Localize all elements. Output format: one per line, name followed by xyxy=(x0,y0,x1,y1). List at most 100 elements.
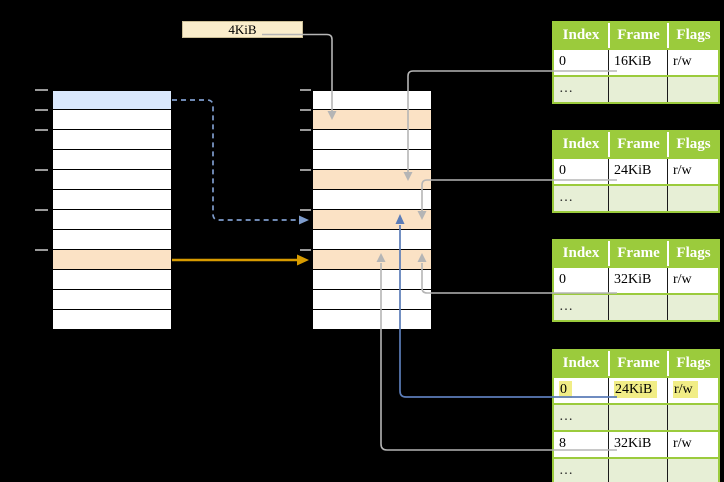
address-tick xyxy=(35,249,48,251)
memory-row-orange xyxy=(312,110,432,130)
memory-row-white xyxy=(52,310,172,330)
memory-row-blue xyxy=(52,90,172,110)
highlighted-value: r/w xyxy=(673,381,698,398)
memory-row-white xyxy=(52,290,172,310)
table-cell: … xyxy=(554,295,608,320)
address-tick xyxy=(300,129,311,131)
memory-row-white xyxy=(312,310,432,330)
table-cell: 16KiB xyxy=(608,50,667,75)
memory-row-white xyxy=(312,270,432,290)
table-cell xyxy=(667,77,718,102)
header-cell: Frame xyxy=(608,351,667,376)
memory-row-white xyxy=(312,130,432,150)
table-ellipsis-row: … xyxy=(554,295,718,320)
memory-row-white xyxy=(52,270,172,290)
header-cell: Frame xyxy=(608,132,667,157)
header-cell: Flags xyxy=(667,351,718,376)
table-cell: … xyxy=(554,186,608,211)
physical-memory-column xyxy=(300,89,432,330)
memory-row-orange xyxy=(312,170,432,190)
table-cell: r/w xyxy=(667,432,718,457)
memory-row-white xyxy=(312,190,432,210)
memory-row-white xyxy=(52,150,172,170)
table-cell: r/w xyxy=(667,50,718,75)
memory-row-white xyxy=(312,150,432,170)
table-cell xyxy=(667,405,718,430)
memory-row-white xyxy=(312,290,432,310)
table-cell xyxy=(667,459,718,482)
table-cell: r/w xyxy=(667,159,718,184)
table-cell: 0 xyxy=(554,159,608,184)
memory-row-white xyxy=(312,90,432,110)
table-cell: 8 xyxy=(554,432,608,457)
page-size-label: 4KiB xyxy=(182,21,303,38)
address-tick xyxy=(35,129,48,131)
table-cell: 32KiB xyxy=(608,268,667,293)
table-cell: 0 xyxy=(554,268,608,293)
table-entry-row: 0 24KiB r/w xyxy=(554,378,718,403)
highlighted-value: 0 xyxy=(559,381,572,398)
address-tick xyxy=(35,209,48,211)
memory-row-white xyxy=(52,210,172,230)
table-ellipsis-row: … xyxy=(554,459,718,482)
memory-row-white xyxy=(52,170,172,190)
header-cell: Index xyxy=(554,132,608,157)
memory-row-white xyxy=(52,190,172,210)
header-cell: Flags xyxy=(667,23,718,48)
address-tick xyxy=(300,209,311,211)
table-cell: r/w xyxy=(667,268,718,293)
table-ellipsis-row: … xyxy=(554,77,718,102)
header-cell: Index xyxy=(554,23,608,48)
table-cell xyxy=(667,186,718,211)
table-cell: … xyxy=(554,405,608,430)
memory-row-orange xyxy=(312,250,432,270)
table-cell: 32KiB xyxy=(608,432,667,457)
header-cell: Frame xyxy=(608,241,667,266)
table-cell xyxy=(608,459,667,482)
memory-row-white xyxy=(52,110,172,130)
memory-row-white xyxy=(312,230,432,250)
address-tick xyxy=(35,89,48,91)
header-cell: Index xyxy=(554,241,608,266)
table-cell xyxy=(608,77,667,102)
table-cell: r/w xyxy=(667,378,718,403)
table-ellipsis-row: … xyxy=(554,405,718,430)
highlighted-value: 24KiB xyxy=(614,381,658,398)
table-cell xyxy=(608,295,667,320)
table-ellipsis-row: … xyxy=(554,186,718,211)
table-cell: … xyxy=(554,459,608,482)
memory-row-orange xyxy=(312,210,432,230)
header-cell: Frame xyxy=(608,23,667,48)
address-tick xyxy=(35,109,48,111)
address-tick xyxy=(300,109,311,111)
memory-row-white xyxy=(52,130,172,150)
address-tick xyxy=(300,169,311,171)
header-cell: Flags xyxy=(667,241,718,266)
header-cell: Index xyxy=(554,351,608,376)
table-cell xyxy=(608,405,667,430)
table-cell: 24KiB xyxy=(608,378,667,403)
table-cell xyxy=(667,295,718,320)
address-tick xyxy=(300,89,311,91)
virtual-memory-column xyxy=(35,89,172,330)
arrow-virtual-page-orange-mapping xyxy=(172,254,309,266)
address-tick xyxy=(300,249,311,251)
header-cell: Flags xyxy=(667,132,718,157)
table-cell: 0 xyxy=(554,378,608,403)
memory-row-orange xyxy=(52,250,172,270)
arrow-virtual-page0-mapping xyxy=(172,99,309,225)
table-cell: 0 xyxy=(554,50,608,75)
